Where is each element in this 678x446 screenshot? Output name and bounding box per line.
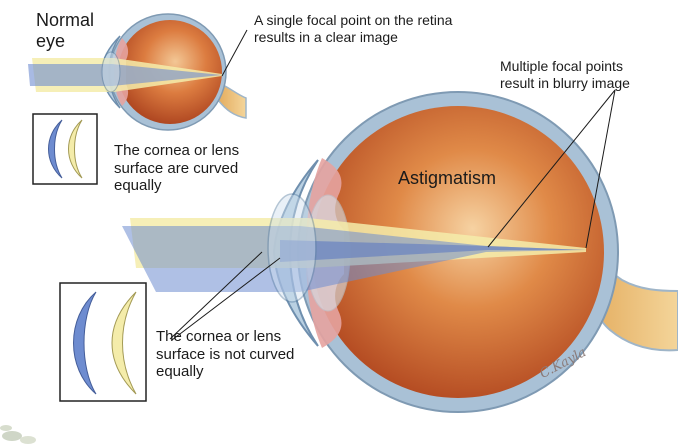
- label-multiple-focal-points: Multiple focal points result in blurry i…: [500, 58, 630, 91]
- light-beam-blue-large: [122, 226, 586, 292]
- label-normal-eye-line-1: Normal: [36, 10, 95, 30]
- label-cornea-equal-line-1: The cornea or lens: [114, 142, 240, 159]
- label-single-focal-line-2: results in a clear image: [254, 28, 398, 45]
- label-cornea-equal-line-2: surface are curved: [114, 159, 239, 177]
- astigmatic-eye: [122, 91, 678, 413]
- unequal-curvature-inset: [59, 282, 147, 402]
- normal-eye: [28, 13, 247, 131]
- label-single-focal-line-1: A single focal point on the retina: [254, 12, 453, 28]
- label-normal-eye: Normal eye: [36, 10, 94, 52]
- leader-lines: [169, 29, 616, 341]
- label-cornea-not-equal-line-1: The cornea or lens: [156, 328, 282, 345]
- foliage-decoration: [0, 425, 36, 444]
- label-cornea-not-equal-line-3: equally: [156, 363, 204, 381]
- label-single-focal-point: A single focal point on the retina resul…: [254, 12, 452, 45]
- cornea-gloss-large: [267, 193, 317, 303]
- cornea-gloss-small: [101, 51, 121, 93]
- equal-curvature-inset: [32, 113, 98, 185]
- label-cornea-not-equal-line-2: surface is not curved: [156, 345, 295, 363]
- light-beam-blue-small: [28, 64, 222, 86]
- label-cornea-equal-line-3: equally: [114, 177, 162, 195]
- label-cornea-not-curved-equally: The cornea or lens surface is not curved…: [156, 328, 294, 381]
- label-astigmatism: Astigmatism: [398, 168, 497, 188]
- label-multiple-focal-line-2: result in blurry image: [500, 74, 630, 91]
- light-beam-core-large: [280, 240, 586, 262]
- label-cornea-curved-equally: The cornea or lens surface are curved eq…: [114, 142, 239, 195]
- label-normal-eye-line-2: eye: [36, 31, 66, 52]
- label-multiple-focal-line-1: Multiple focal points: [500, 58, 623, 74]
